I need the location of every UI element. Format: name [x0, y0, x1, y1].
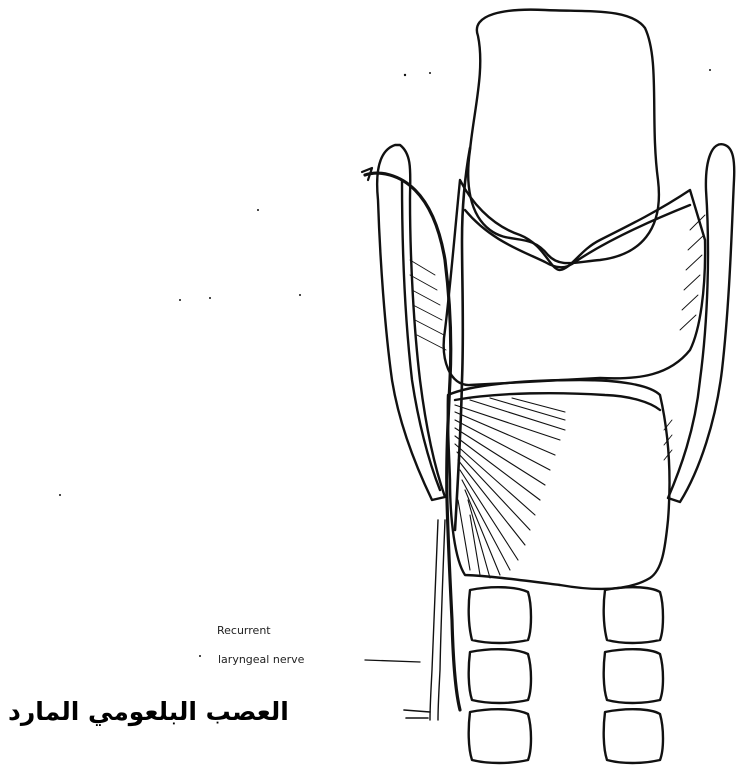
speckle-marks — [59, 69, 711, 657]
cricoid-upper-line — [455, 393, 660, 410]
cricoid-cartilage — [448, 380, 670, 589]
tracheal-rings-left — [469, 587, 531, 763]
arabic-leader-mark — [404, 710, 430, 718]
label-leader-line — [365, 660, 420, 662]
thyroid-cartilage — [444, 180, 705, 385]
english-label-line1: Recurrent — [217, 624, 271, 637]
muscle-fibres — [455, 398, 565, 578]
tracheal-rings-right — [604, 587, 663, 763]
left-superior-horn — [377, 145, 445, 500]
oesophagus-line-right — [438, 520, 445, 720]
oesophagus-line-left — [430, 520, 438, 720]
english-label-line2: laryngeal nerve — [218, 653, 304, 666]
arabic-label: العصب البلعومي المارد — [8, 697, 400, 726]
